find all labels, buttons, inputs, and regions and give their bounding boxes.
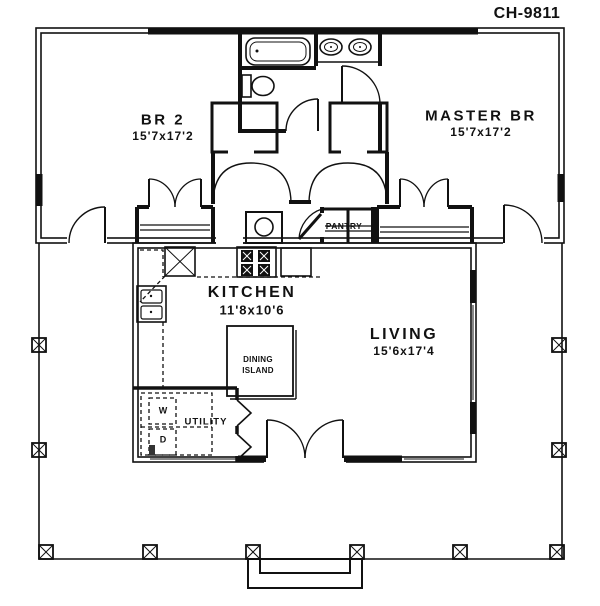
br2-closet-doors	[148, 178, 202, 208]
plan-number: CH-9811	[493, 5, 561, 22]
exterior-walls	[35, 27, 565, 463]
closet-left	[210, 101, 279, 154]
bath-door	[285, 98, 319, 132]
dryer-label: D	[159, 434, 167, 445]
hall-arch-left	[212, 162, 292, 203]
living-dims: 15'6x17'4	[373, 344, 435, 358]
master-dims: 15'7x17'2	[450, 125, 512, 139]
hall-arch-right	[308, 162, 388, 203]
living-bottom-band-1	[238, 455, 266, 462]
entry-steps	[247, 558, 363, 589]
top-wall-band	[148, 28, 478, 35]
kitchen-sink	[136, 285, 167, 323]
living-right-band-2	[470, 402, 477, 434]
closet-shelves	[140, 224, 469, 233]
master-window	[557, 174, 564, 202]
washer-dryer	[140, 392, 213, 456]
dining-island-label-1: DINING	[243, 355, 273, 364]
living-label: LIVING	[369, 326, 439, 343]
dishwasher	[280, 247, 312, 277]
br2-label: BR 2	[140, 111, 186, 129]
kitchen-label: KITCHEN	[207, 284, 297, 301]
master-porch-door	[503, 204, 543, 244]
window-glass-lines	[150, 305, 474, 460]
dining-island-box	[226, 325, 297, 400]
living-bottom-band-2	[344, 455, 402, 462]
vanity-master-door	[341, 65, 381, 105]
porch-post	[38, 544, 54, 560]
br2-window	[36, 174, 43, 206]
porch-post	[31, 442, 47, 458]
pantry-label: PANTRY	[325, 220, 363, 231]
pantry-door	[297, 208, 323, 240]
living-right-band-1	[470, 270, 477, 303]
water-heater	[245, 211, 283, 244]
porch-post	[549, 544, 565, 560]
porch-post	[452, 544, 468, 560]
toilet	[241, 74, 275, 98]
kitchen-counter	[139, 249, 322, 388]
porch-post	[31, 337, 47, 353]
closet-right-opening	[341, 148, 367, 157]
porch-post	[142, 544, 158, 560]
porch-post	[551, 337, 567, 353]
hall-passage-opening	[216, 234, 243, 246]
utility-label: UTILITY	[184, 416, 228, 428]
dining-island-label-2: ISLAND	[242, 366, 274, 375]
refrigerator	[164, 246, 196, 277]
window-bands	[36, 28, 564, 462]
range	[236, 246, 277, 278]
master-label: MASTER BR	[425, 107, 537, 125]
ironing-board	[149, 445, 155, 455]
porch-post	[349, 544, 365, 560]
br2-porch-door	[68, 206, 106, 244]
closet-left-opening	[228, 148, 254, 157]
bathtub	[245, 37, 311, 66]
washer-label: W	[158, 405, 168, 416]
vanity-double-sink	[316, 38, 378, 63]
br2-porch-door-opening	[67, 234, 107, 246]
master-closet-doors	[399, 178, 449, 208]
master-porch-door-opening	[503, 234, 544, 246]
porch-posts	[31, 337, 567, 560]
br2-dims: 15'7x17'2	[132, 129, 194, 143]
utility-bifold-doors	[236, 399, 253, 461]
porch-outline	[38, 243, 563, 560]
kitchen-dims: 11'8x10'6	[219, 302, 285, 318]
french-doors	[266, 419, 344, 459]
porch-post	[551, 442, 567, 458]
porch-post	[245, 544, 261, 560]
